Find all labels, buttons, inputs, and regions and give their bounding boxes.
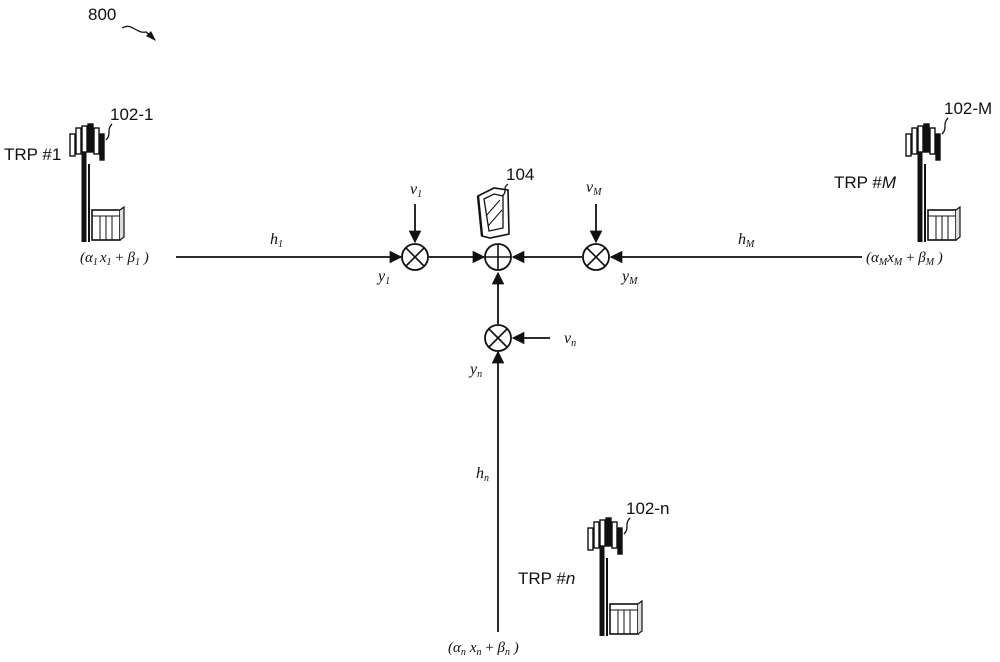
trp-n-ref: 102-n bbox=[626, 499, 669, 518]
trp-m-ref: 102-M bbox=[944, 99, 992, 118]
figure-ref: 800 bbox=[88, 5, 116, 24]
trp-1: 102-1 TRP #1 (α1x1 + β1 ) bbox=[4, 105, 153, 268]
trp-1-ref: 102-1 bbox=[110, 105, 153, 124]
cell-tower-icon bbox=[70, 124, 124, 242]
cell-tower-icon bbox=[906, 124, 960, 242]
trp-n-label: TRP #n bbox=[518, 569, 575, 588]
multiplier-n bbox=[485, 325, 511, 351]
received-1-label: y1 bbox=[376, 268, 390, 287]
trp-m-ref-leader bbox=[942, 118, 948, 134]
cell-tower-icon bbox=[588, 518, 642, 636]
channel-m-label: hM bbox=[738, 231, 755, 250]
trp-n-ref-leader bbox=[624, 518, 630, 534]
noise-1-label: v1 bbox=[410, 181, 422, 200]
channel-1-label: h1 bbox=[270, 231, 283, 250]
trp-m: 102-M TRP #M (αMxM + βM ) bbox=[834, 99, 992, 268]
received-n-label: yn bbox=[468, 361, 482, 380]
multiplier-m bbox=[583, 244, 609, 270]
trp-m-signal: (αMxM + βM ) bbox=[866, 250, 943, 268]
noise-n-label: vn bbox=[564, 330, 576, 349]
trp-1-label: TRP #1 bbox=[4, 145, 61, 164]
trp-1-ref-leader bbox=[106, 124, 112, 140]
channel-n-label: hn bbox=[476, 465, 489, 484]
adder bbox=[485, 244, 511, 270]
trp-m-label: TRP #M bbox=[834, 173, 897, 192]
trp-n: 102-n TRP #n (αnxn + βn ) bbox=[448, 499, 669, 658]
trp-1-signal: (α1x1 + β1 ) bbox=[80, 250, 149, 268]
received-m-label: yM bbox=[620, 268, 638, 287]
ue-ref: 104 bbox=[506, 165, 534, 184]
multiplier-1 bbox=[402, 244, 428, 270]
trp-n-signal: (αnxn + βn ) bbox=[448, 640, 519, 658]
mobile-phone-icon bbox=[478, 188, 509, 238]
ue-device: 104 bbox=[478, 165, 534, 238]
noise-m-label: vM bbox=[586, 179, 602, 198]
